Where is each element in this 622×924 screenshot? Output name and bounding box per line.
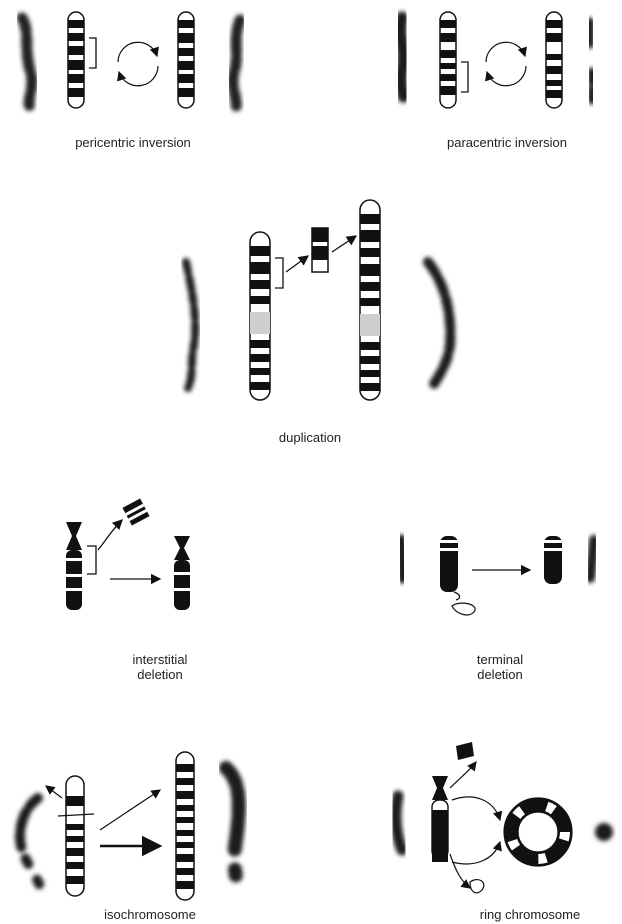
ideogram-chromosome-original xyxy=(431,776,449,862)
ideogram-chromosome-duplicated xyxy=(359,199,381,401)
break-point-arrow xyxy=(453,591,461,601)
terminal-deletion-label-line2: deletion xyxy=(477,667,523,682)
inversion-bracket xyxy=(89,37,97,69)
interstitial-deletion-panel xyxy=(19,498,241,610)
pericentric-inversion-label: pericentric inversion xyxy=(75,135,191,150)
lost-tip-upper xyxy=(456,742,474,760)
ring-chromosome-panel xyxy=(390,742,613,894)
ideogram-chromosome-inverted xyxy=(545,11,563,109)
lost-tip-lower xyxy=(469,878,485,894)
ideogram-chromosome-original xyxy=(66,522,82,610)
terminal-deletion-label: terminal deletion xyxy=(430,652,570,682)
micrograph-chromosome-right xyxy=(219,761,247,899)
micrograph-chromosome-left xyxy=(15,793,45,891)
isochromosome-panel xyxy=(15,751,247,901)
arrow-to-ring-lower xyxy=(451,840,502,865)
micrograph-ring xyxy=(595,823,613,841)
ideogram-chromosome-inverted xyxy=(177,11,195,109)
duplication-label: duplication xyxy=(278,430,342,445)
micrograph-chromosome-right xyxy=(585,535,599,585)
arrow-to-ring-upper xyxy=(451,796,503,822)
ideogram-chromosome-original xyxy=(440,536,458,592)
interstitial-deletion-label-line1: interstitial xyxy=(132,652,188,667)
paracentric-inversion-label: paracentric inversion xyxy=(447,135,567,150)
micrograph-chromosome-left xyxy=(390,790,408,856)
isochromosome-label: isochromosome xyxy=(104,907,196,922)
ring-chromosome-ideogram xyxy=(503,797,573,867)
lost-fragment xyxy=(451,602,476,616)
rotation-arrow-icon xyxy=(485,41,527,87)
ideogram-chromosome-original xyxy=(249,231,271,401)
terminal-deletion-panel xyxy=(395,534,599,616)
ideogram-chromosome-original xyxy=(65,775,85,897)
deleted-fragment xyxy=(122,498,150,526)
duplication-panel xyxy=(182,199,456,401)
inversion-bracket xyxy=(461,61,469,93)
ideogram-isochromosome xyxy=(175,751,195,901)
micrograph-chromosome-right xyxy=(585,17,597,105)
arrow-to-segment xyxy=(285,255,310,273)
arrow-lost-arm xyxy=(45,785,63,799)
micrograph-chromosome-right xyxy=(227,14,246,114)
paracentric-inversion-panel xyxy=(393,11,597,111)
arrow-lost-tip-upper xyxy=(449,761,477,789)
micrograph-chromosome-left xyxy=(182,258,200,392)
arrow-to-fragment xyxy=(97,519,123,551)
duplication-bracket xyxy=(275,257,284,289)
ring-chromosome-label: ring chromosome xyxy=(479,907,581,922)
ideogram-chromosome-original xyxy=(439,11,457,109)
micrograph-chromosome-left xyxy=(393,11,411,111)
duplicated-segment xyxy=(311,227,329,273)
deletion-bracket xyxy=(87,545,97,575)
arrow-lost-tip-lower xyxy=(449,853,471,889)
rotation-arrow-icon xyxy=(117,41,159,87)
arrow-to-result xyxy=(331,235,358,253)
micrograph-chromosome-left xyxy=(16,12,38,114)
interstitial-deletion-label-line2: deletion xyxy=(137,667,183,682)
micrograph-chromosome-right xyxy=(423,257,456,389)
interstitial-deletion-label: interstitial deletion xyxy=(90,652,230,682)
ideogram-chromosome-deleted xyxy=(174,536,190,610)
break-line xyxy=(57,813,95,817)
ideogram-chromosome-deleted xyxy=(544,536,562,584)
ideogram-chromosome-original xyxy=(67,11,85,109)
pericentric-inversion-panel xyxy=(16,11,246,114)
micrograph-chromosome-left xyxy=(395,534,409,584)
arrow-to-result-upper xyxy=(99,789,161,831)
terminal-deletion-label-line1: terminal xyxy=(476,652,524,667)
